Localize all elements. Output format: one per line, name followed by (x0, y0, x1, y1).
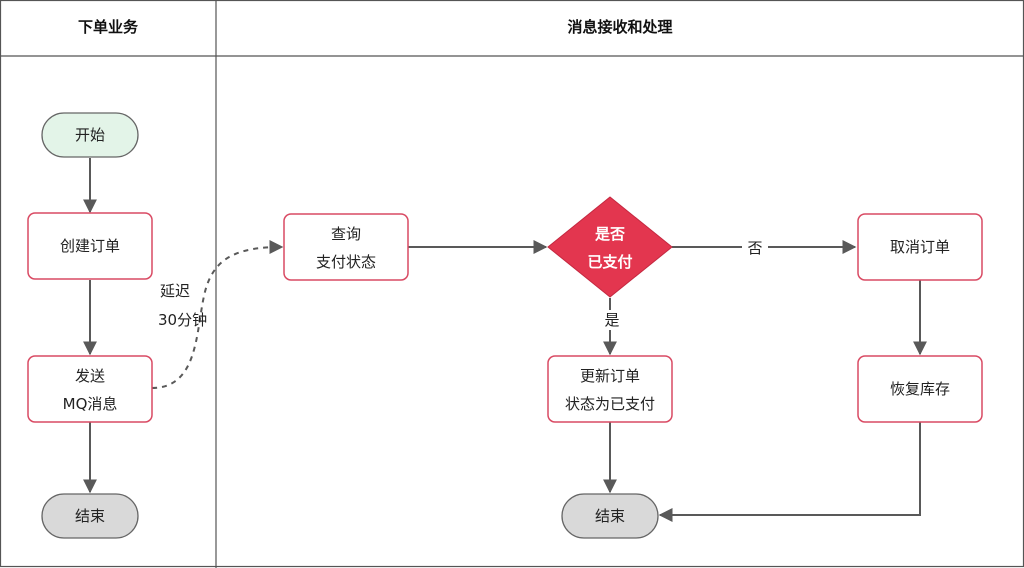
no-label: 否 (747, 239, 762, 257)
node-send-mq[interactable]: 发送 MQ消息 (27, 355, 153, 423)
edges (83, 158, 927, 522)
node-is-paid-line1: 是否 (594, 225, 625, 243)
node-cancel-order-label: 取消订单 (890, 238, 950, 256)
node-update-order-line2: 状态为已支付 (565, 395, 655, 413)
node-is-paid-decision[interactable]: 是否 已支付 (547, 196, 673, 298)
node-query-status-line1: 查询 (331, 225, 361, 243)
lane-title-order: 下单业务 (78, 18, 139, 36)
node-end-left-label: 结束 (75, 507, 105, 525)
node-cancel-order[interactable]: 取消订单 (857, 213, 983, 281)
edge-delay-dashed (151, 240, 284, 389)
node-end-left[interactable]: 结束 (41, 493, 139, 539)
delay-label-line2: 30分钟 (158, 311, 207, 329)
yes-label: 是 (604, 311, 619, 329)
node-end-right[interactable]: 结束 (561, 493, 659, 539)
node-start[interactable]: 开始 (41, 112, 139, 158)
node-update-order-line1: 更新订单 (580, 367, 640, 385)
node-query-status[interactable]: 查询 支付状态 (283, 213, 409, 281)
lane-title-message: 消息接收和处理 (567, 18, 672, 36)
edge-restore-end (658, 422, 921, 522)
node-query-status-line2: 支付状态 (316, 253, 376, 271)
node-is-paid-line2: 已支付 (587, 253, 632, 271)
node-restore-stock-label: 恢复库存 (890, 380, 950, 398)
node-create-order-label: 创建订单 (60, 237, 120, 255)
node-send-mq-line2: MQ消息 (63, 395, 118, 413)
node-create-order[interactable]: 创建订单 (27, 212, 153, 280)
node-restore-stock[interactable]: 恢复库存 (857, 355, 983, 423)
node-send-mq-line1: 发送 (75, 367, 105, 385)
node-update-order[interactable]: 更新订单 状态为已支付 (547, 355, 673, 423)
delay-label-line1: 延迟 (160, 282, 190, 300)
node-end-right-label: 结束 (595, 507, 625, 525)
node-start-label: 开始 (75, 126, 105, 144)
